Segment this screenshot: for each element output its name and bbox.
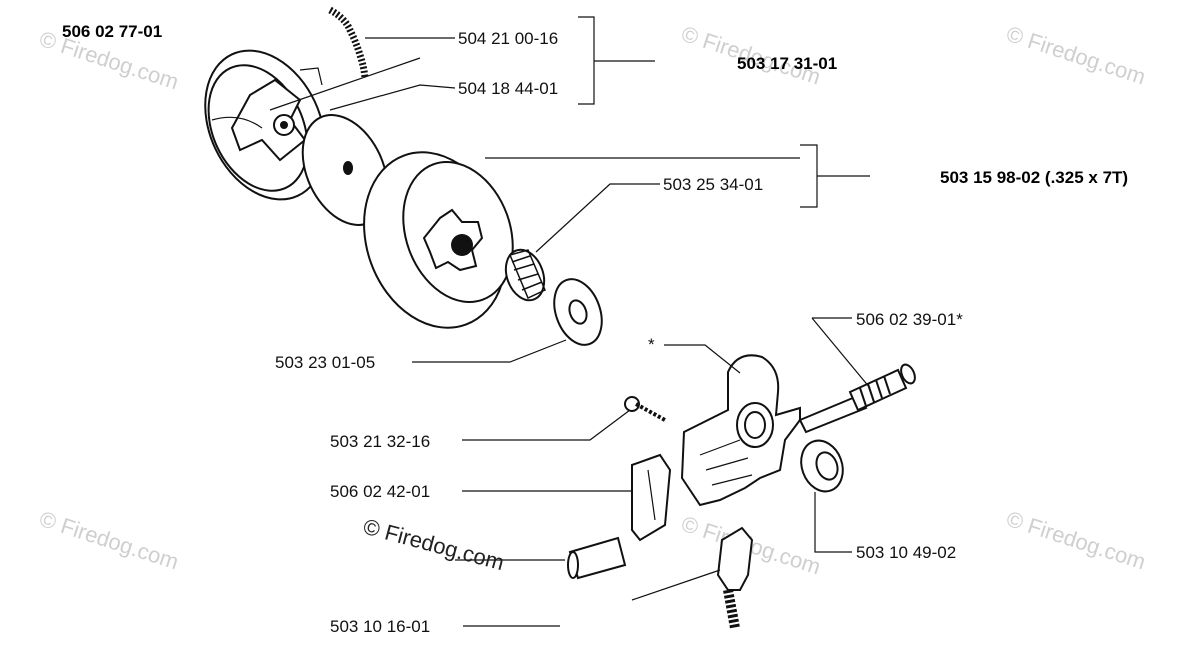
label-pump-pin: 503 10 16-01	[330, 617, 430, 636]
label-screw: 503 21 32-16	[330, 432, 430, 451]
label-needle-bearing: 503 25 34-01	[663, 175, 763, 194]
label-washer: 503 23 01-05	[275, 353, 375, 372]
label-spring: 504 21 00-16	[458, 29, 558, 48]
plate-drawing	[631, 453, 672, 542]
leader-lines	[269, 16, 871, 627]
needle-bearing-drawing	[504, 248, 546, 302]
washer-drawing	[553, 278, 603, 346]
pin-drawing	[567, 536, 627, 580]
seal-drawing	[800, 439, 844, 493]
oil-pump-housing-drawing	[680, 354, 801, 507]
assembly-labels: 506 02 77-01 503 17 31-01 503 15 98-02 (…	[62, 22, 1128, 187]
label-clutch-kit: 503 17 31-01	[737, 54, 837, 73]
screw-drawing	[624, 396, 666, 422]
watermark-center: © Firedog.com	[361, 514, 507, 576]
clutch-drum-drawing	[363, 151, 514, 329]
label-clutch-shoe-set: 506 02 77-01	[62, 22, 162, 41]
clutch-shoe-drawing	[204, 49, 326, 201]
label-plate: 506 02 42-01	[330, 482, 430, 501]
watermark-bottom-left: © Firedog.com	[36, 506, 181, 574]
label-clutch-drum-kit: 503 15 98-02 (.325 x 7T)	[940, 168, 1128, 187]
watermark-bottom-right: © Firedog.com	[1003, 506, 1148, 574]
label-seal: 503 10 49-02	[856, 543, 956, 562]
pump-piston-drawing	[716, 526, 754, 629]
part-labels: 504 21 00-16 504 18 44-01 503 25 34-01 5…	[275, 29, 963, 636]
spring-drawing	[328, 6, 369, 79]
label-worm-gear: 506 02 39-01*	[856, 310, 963, 329]
label-asterisk: *	[648, 335, 655, 354]
label-washer-cover: 504 18 44-01	[458, 79, 558, 98]
worm-gear-drawing	[798, 363, 916, 434]
watermark-top-right: © Firedog.com	[1003, 21, 1148, 89]
